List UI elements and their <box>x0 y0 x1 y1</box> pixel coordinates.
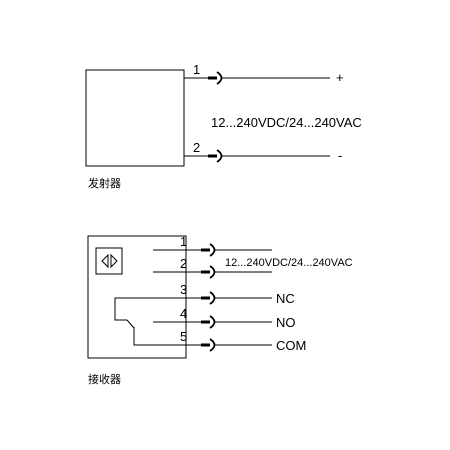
emitter-pin-2-number: 2 <box>193 140 200 155</box>
receiver-pin-4-number: 4 <box>180 306 187 321</box>
photoelectric-symbol-icon <box>95 247 123 275</box>
receiver-pin-5-signal: COM <box>276 338 306 353</box>
receiver-supply-label: 12...240VDC/24...240VAC <box>225 257 353 269</box>
receiver-connector-1-socket <box>209 243 216 257</box>
receiver-connector-4-socket <box>209 315 216 329</box>
emitter-section: 1 + 12...240VDC/24...240VAC 2 - 发射器 <box>85 62 362 190</box>
emitter-connector-1-socket <box>216 71 223 85</box>
receiver-connector-5-socket <box>209 338 216 352</box>
receiver-section: 1 12...240VDC/24...240VAC 2 3 NC 4 NO 5 … <box>87 234 353 386</box>
emitter-pin-2-signal: - <box>338 148 342 163</box>
receiver-pin-5-number: 5 <box>180 329 187 344</box>
receiver-pin-2-number: 2 <box>180 256 187 271</box>
receiver-connector-3-socket <box>209 291 216 305</box>
emitter-pin-1-number: 1 <box>193 62 200 77</box>
receiver-pin-3-signal: NC <box>276 291 295 306</box>
emitter-body <box>85 69 185 167</box>
receiver-caption: 接收器 <box>88 372 121 386</box>
emitter-supply-label: 12...240VDC/24...240VAC <box>211 115 362 130</box>
receiver-pin-3-number: 3 <box>180 282 187 297</box>
receiver-pin-1-number: 1 <box>180 234 187 249</box>
relay-contact-icon <box>114 297 186 346</box>
emitter-connector-2-socket <box>216 149 223 163</box>
emitter-caption: 发射器 <box>88 176 121 190</box>
receiver-body <box>87 235 187 359</box>
receiver-pin-4-signal: NO <box>276 315 296 330</box>
emitter-pin-1-signal: + <box>336 70 344 85</box>
receiver-connector-2-socket <box>209 265 216 279</box>
